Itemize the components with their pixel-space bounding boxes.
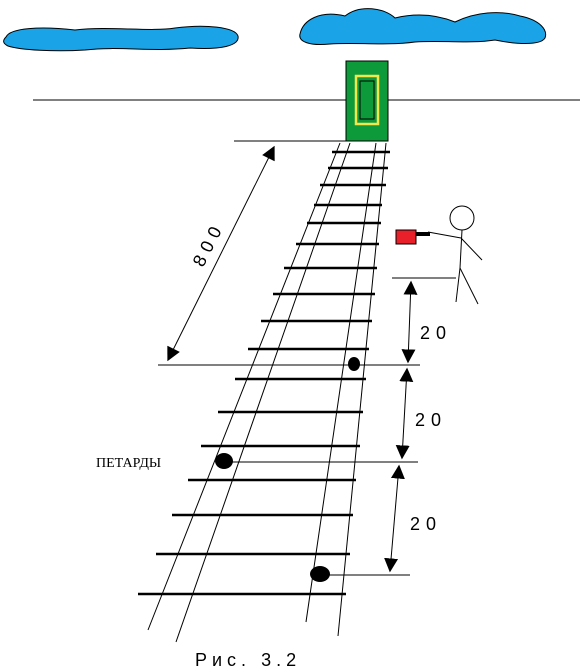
- dimension-label-gap-3: 20: [410, 514, 442, 534]
- dimension-arrow-gap-3: [384, 464, 405, 573]
- sleepers: [138, 150, 390, 596]
- cloud-right-icon: [299, 8, 547, 45]
- dimension-arrow-gap-2: [395, 367, 414, 460]
- traffic-signal-icon: [345, 60, 389, 142]
- dimension-arrow-main: [167, 145, 275, 362]
- detonator-dot-icon: [348, 357, 360, 371]
- cloud-left-icon: [3, 25, 239, 52]
- extension-lines: [158, 140, 456, 576]
- red-flag-icon: [395, 229, 430, 245]
- rails: [147, 142, 387, 643]
- dimension-label-gap-2: 20: [415, 410, 447, 430]
- detonator-dot-icon: [215, 453, 233, 469]
- dimension-label-main: 800: [189, 218, 229, 270]
- dimension-arrow-gap-1: [401, 280, 418, 364]
- figure-caption: Рис. 3.2: [195, 650, 301, 670]
- detonators-label: ПЕТАРДЫ: [96, 456, 161, 471]
- dimension-label-gap-1: 20: [420, 323, 452, 343]
- stick-figure-icon: [427, 205, 483, 305]
- detonator-dot-icon: [310, 566, 330, 582]
